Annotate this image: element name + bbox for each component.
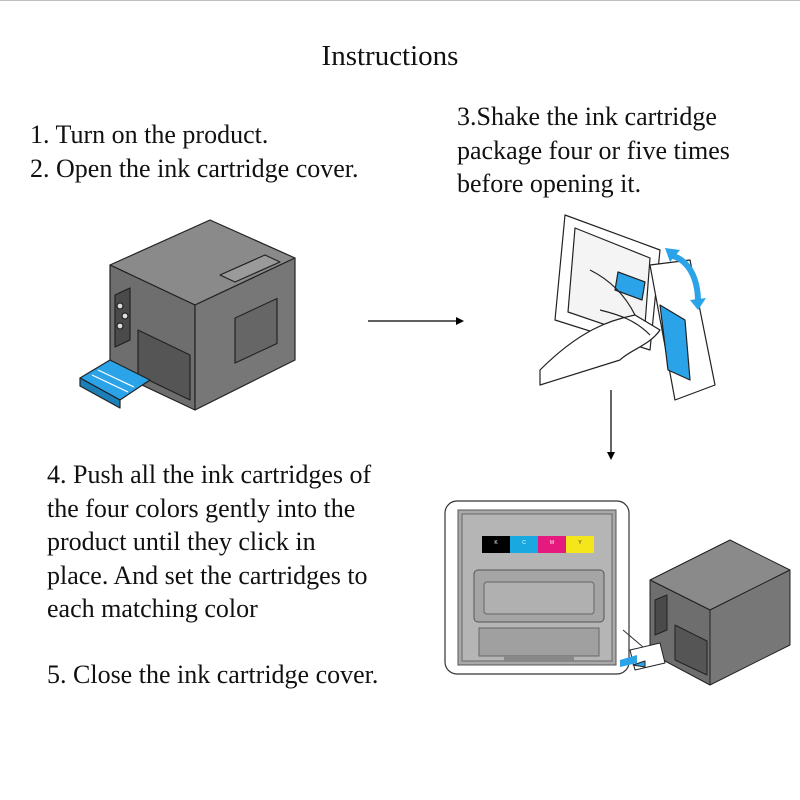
step-3-line: 3.Shake the ink cartridge [457, 102, 717, 131]
step-3-line: package four or five times [457, 135, 730, 165]
step-4-line: product until they click in [47, 527, 316, 556]
cartridge-m [538, 536, 566, 553]
step-4: 4. Push all the ink cartridges of the fo… [47, 458, 371, 626]
step-4-line: the four colors gently into the [47, 493, 356, 523]
step-2-text: 2. Open the ink cartridge cover. [30, 153, 359, 183]
cartridge-label: C [522, 540, 526, 546]
step-3: 3.Shake the ink cartridge package four o… [457, 100, 730, 201]
step-5-text: 5. Close the ink cartridge cover. [47, 660, 379, 689]
arrow-down-icon [607, 390, 615, 460]
cartridge-label: K [494, 540, 498, 546]
step-3-line: before opening it. [457, 169, 642, 198]
arrow-right-icon [368, 317, 464, 325]
cartridge-label: M [550, 540, 554, 546]
cartridge-y [566, 536, 594, 553]
cartridge-label: Y [578, 540, 582, 546]
steps-1-2: 1. Turn on the product. 2. Open the ink … [30, 118, 359, 185]
step-4-line: place. And set the cartridges to [47, 560, 368, 590]
step-4-line: 4. Push all the ink cartridges of [47, 460, 372, 489]
shake-package-illustration [539, 214, 716, 401]
step-4-line: each matching color [47, 594, 258, 623]
page-title: Instructions [321, 40, 459, 72]
cartridge-k [482, 536, 510, 553]
printer-open-cover-illustration [79, 219, 296, 411]
printer-insert-cartridge-illustration [620, 539, 791, 686]
cartridge-c [510, 536, 538, 553]
top-border [0, 0, 800, 1]
step-1-text: 1. Turn on the product. [30, 120, 269, 149]
